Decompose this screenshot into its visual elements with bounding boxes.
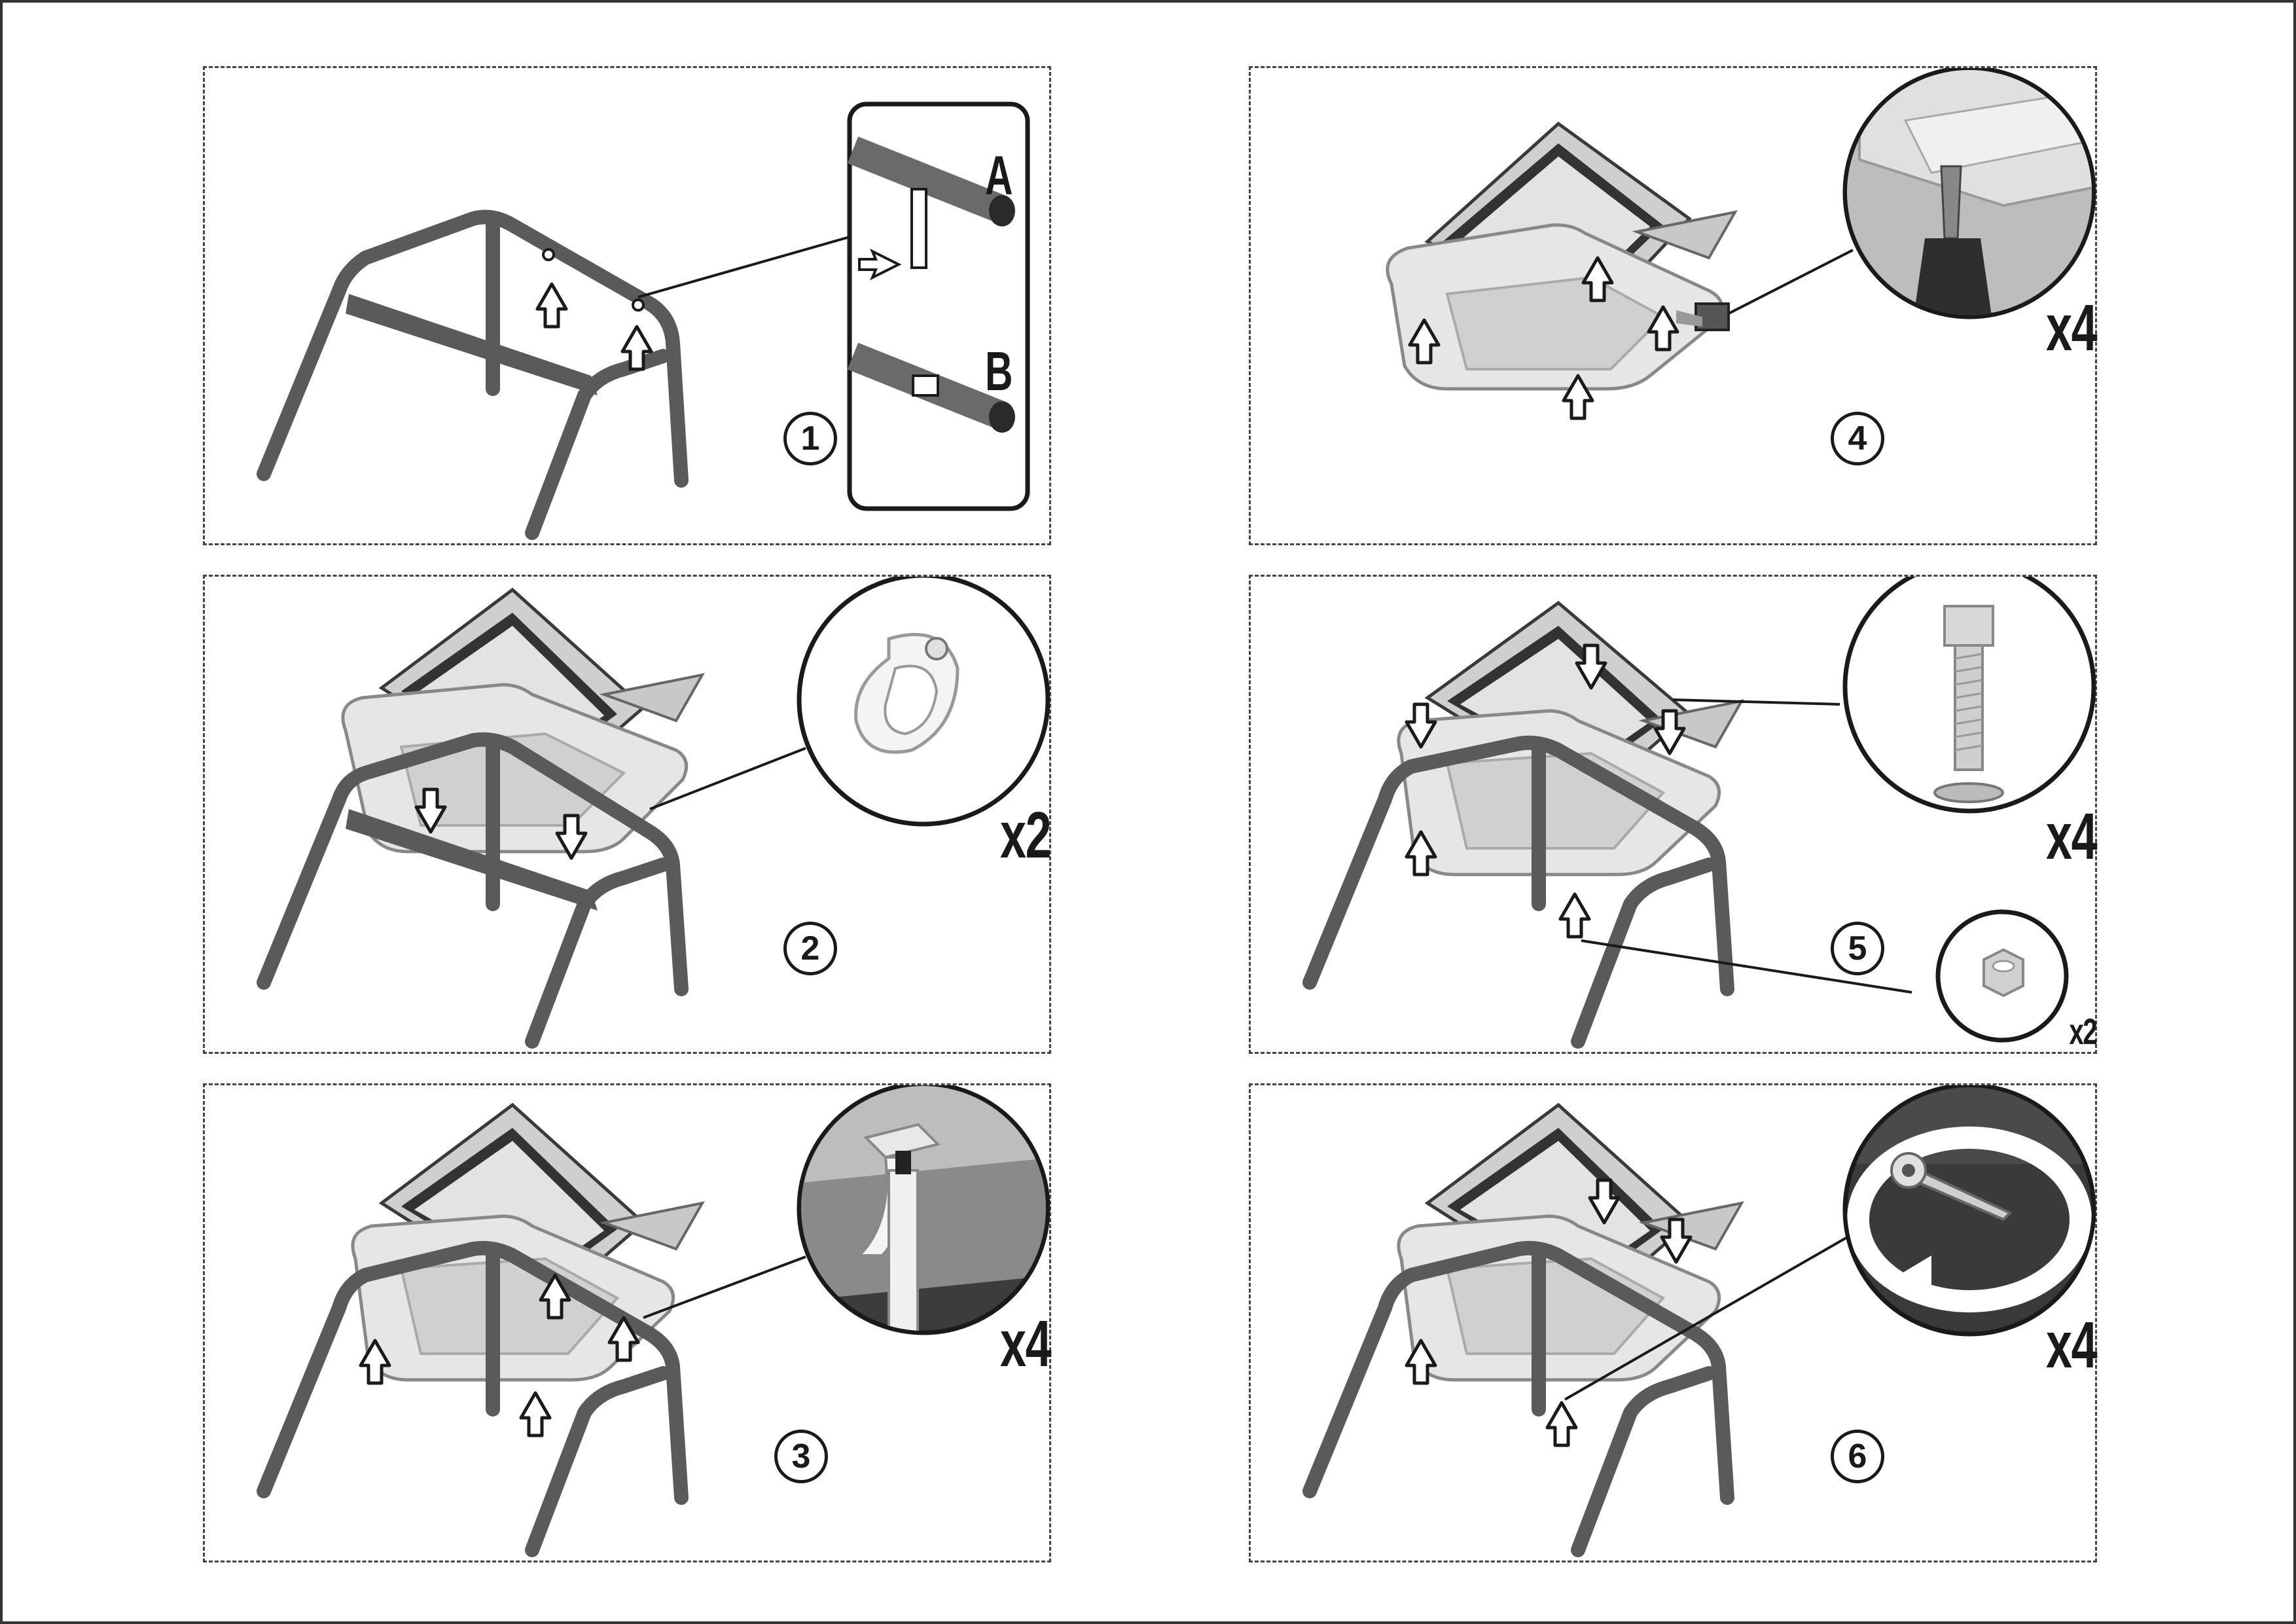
drill-icon (1676, 302, 1730, 331)
side-flap (1632, 210, 1738, 260)
marker-pen-icon (888, 1169, 919, 1331)
crossbar (346, 294, 598, 395)
step-1-panel: A B 1 (203, 66, 1051, 545)
quantity-label: x4 (2045, 291, 2098, 365)
crossbar (346, 809, 598, 911)
drill-detail (1847, 70, 2092, 315)
inset-label-b: B (985, 340, 1013, 402)
quantity-label-bolt: x4 (2045, 800, 2098, 873)
step-number: 1 (783, 412, 837, 465)
callout-line (1564, 1235, 1850, 1401)
step-5-illustration (1302, 577, 2096, 1049)
step-5-panel: x4 x2 5 (1249, 575, 2097, 1054)
callout-line (1672, 698, 1840, 706)
tube-a (847, 136, 1015, 281)
side-flap (599, 1201, 705, 1251)
callout-line (1581, 939, 1912, 994)
clip-arrows (535, 282, 653, 371)
clip-icon (912, 374, 939, 397)
step-number: 2 (783, 922, 837, 975)
clip-icon (632, 298, 645, 312)
table-frame (257, 209, 689, 540)
quantity-label-nut: x2 (2069, 1011, 2097, 1052)
callout-line (643, 1255, 806, 1319)
wrench-icon (1890, 1152, 2013, 1221)
side-flap (599, 673, 705, 723)
callout-line (637, 236, 850, 298)
up-arrows (1408, 256, 1679, 420)
step-number: 5 (1831, 922, 1884, 975)
step-6-illustration (1302, 1085, 2096, 1557)
tube-b (847, 342, 1015, 433)
clip-icon (910, 188, 927, 269)
wrench-arrows (1405, 1178, 1693, 1447)
arrow-right-icon (858, 248, 902, 281)
callout-line (649, 747, 806, 810)
down-arrows (414, 787, 588, 860)
bolt-icon (1933, 605, 2004, 803)
up-arrows (359, 1273, 640, 1437)
step-6-panel: x4 6 (1249, 1083, 2097, 1562)
quantity-label: x4 (2045, 1308, 2098, 1382)
step-3-illustration (257, 1085, 1050, 1557)
quantity-label: x2 (999, 799, 1052, 872)
step-1-illustration (257, 101, 1030, 540)
step-3-panel: x4 3 (203, 1083, 1051, 1562)
ring-clip-icon (854, 633, 960, 754)
clip-icon (542, 248, 555, 261)
step-4-panel: x4 4 (1249, 66, 2097, 545)
nut-icon (1982, 948, 2024, 998)
bolt-arrows (1405, 643, 1686, 939)
callout-line (1728, 249, 1854, 315)
step-4-illustration (1386, 68, 2096, 420)
table-frame (1302, 735, 1734, 1049)
step-number: 4 (1831, 412, 1884, 465)
quantity-label: x4 (999, 1307, 1052, 1380)
step-number: 6 (1831, 1430, 1884, 1483)
rotate-arrow-icon (1847, 1127, 2092, 1312)
step-number: 3 (774, 1430, 828, 1483)
inset-label-a: A (985, 145, 1013, 206)
table-frame (257, 1240, 689, 1557)
washer-icon (1933, 782, 2004, 803)
table-frame (1302, 1240, 1734, 1557)
step-2-illustration (257, 577, 1050, 1049)
step-2-panel: x2 2 (203, 575, 1051, 1054)
